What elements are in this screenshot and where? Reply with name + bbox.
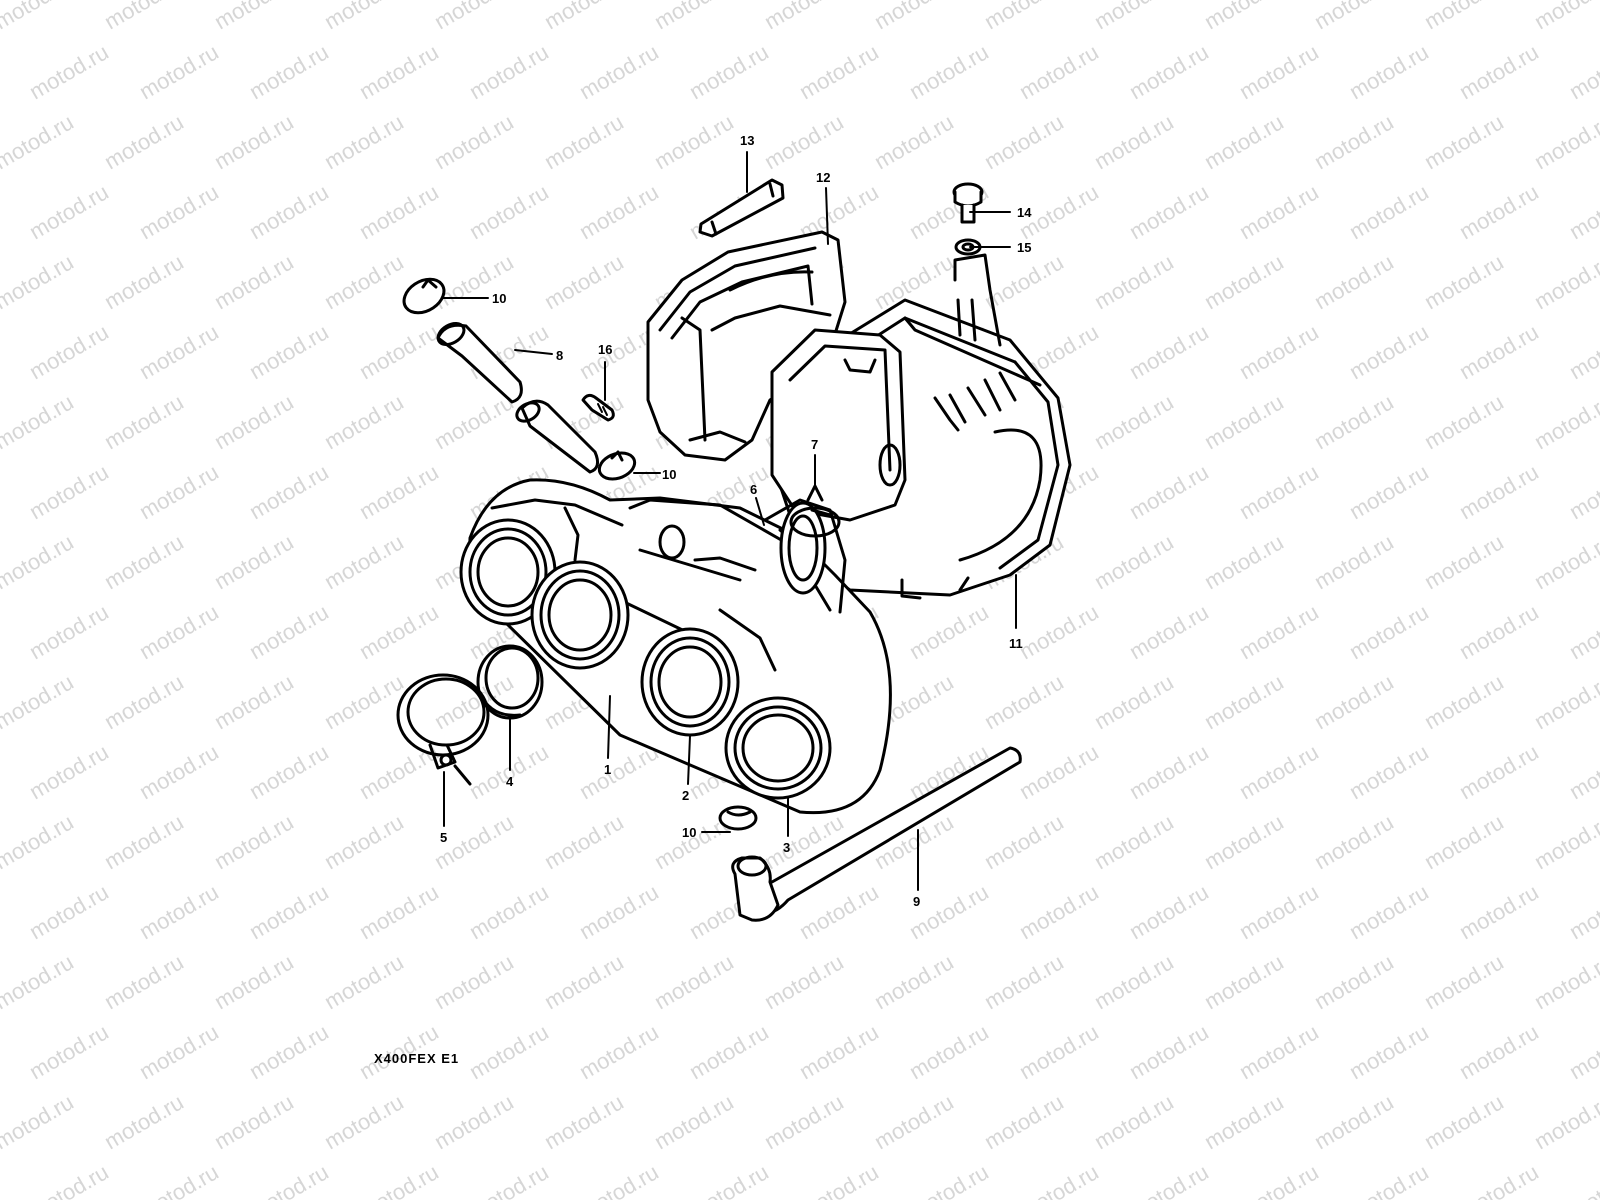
- label-part-12: 12: [816, 170, 830, 185]
- label-part-1: 1: [604, 762, 611, 777]
- label-part-16: 16: [598, 342, 612, 357]
- bracket: [698, 178, 785, 238]
- label-part-2: 2: [682, 788, 689, 803]
- breather-hoses: [402, 277, 637, 481]
- label-part-10-bottom: 10: [682, 825, 696, 840]
- model-code-caption: X400FEX E1: [374, 1051, 460, 1066]
- screw: [581, 393, 615, 422]
- intake-pipes: [459, 518, 832, 800]
- label-part-10-top: 10: [492, 291, 506, 306]
- drain-hose: [718, 746, 1022, 922]
- hose-clamp: [396, 673, 490, 786]
- label-part-9: 9: [913, 894, 920, 909]
- label-part-11: 11: [1009, 636, 1023, 651]
- label-part-8: 8: [556, 348, 563, 363]
- label-part-13: 13: [740, 133, 754, 148]
- label-part-5: 5: [440, 830, 447, 845]
- label-part-15: 15: [1017, 240, 1031, 255]
- label-part-14: 14: [1017, 205, 1032, 220]
- label-part-3: 3: [783, 840, 790, 855]
- cover-duct: [770, 328, 907, 522]
- label-part-6: 6: [750, 482, 757, 497]
- filter-element: [646, 230, 847, 462]
- leader-lines: [442, 151, 1017, 891]
- label-part-4: 4: [506, 774, 514, 789]
- part-labels: 13 12 14 15 10 8 16 10 7 6 11 1 2 3 4 5 …: [440, 133, 1032, 909]
- label-part-7: 7: [811, 437, 818, 452]
- bolt-and-washer: [952, 182, 984, 256]
- label-part-10-mid: 10: [662, 467, 676, 482]
